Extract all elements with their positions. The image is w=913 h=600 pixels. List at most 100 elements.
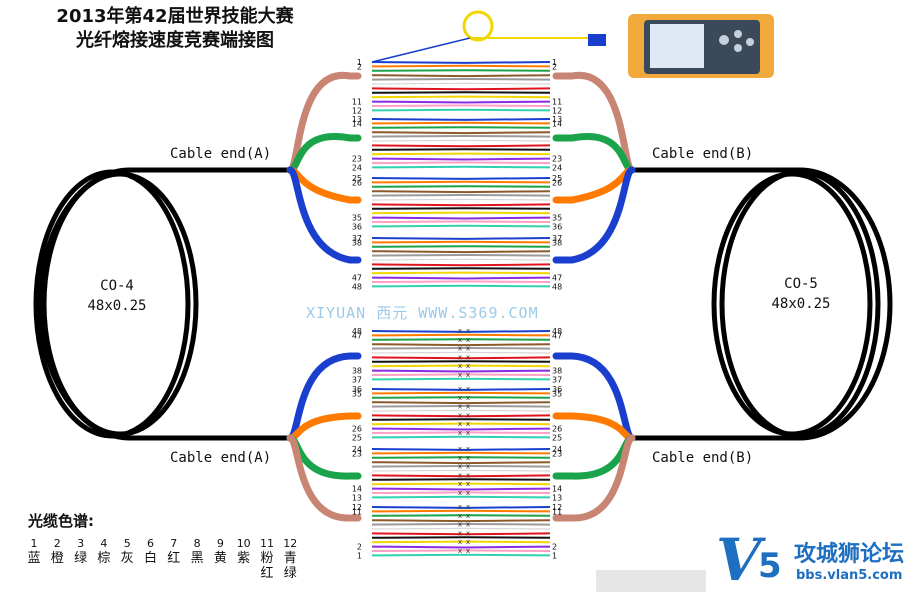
cable-b-name: CO-5 (784, 276, 818, 292)
lower-label-left: 47 (352, 331, 362, 340)
upper-label-left: 48 (352, 282, 362, 291)
cable-loop-b (632, 167, 893, 441)
legend-number: 12 (283, 537, 298, 550)
lower-fiber-1-11-right (464, 435, 551, 439)
lower-fiber-1-2-right (464, 396, 551, 399)
upper-fiber-0-2-right (464, 69, 551, 72)
upper-fiber-0-0-left (371, 61, 466, 64)
upper-label-right: 37 (552, 234, 562, 243)
lower-fiber-2-4-left (371, 465, 466, 468)
lower-fiber-1-6-left (371, 414, 466, 418)
lower-label-right: 26 (552, 425, 562, 434)
lower-fiber-0-10-right (464, 373, 551, 376)
splice-mark: x (466, 353, 470, 361)
upper-fiber-0-8-left (371, 95, 466, 99)
upper-label-left: 36 (352, 222, 362, 231)
upper-label-right: 24 (552, 163, 562, 172)
buffer-tubes (286, 72, 636, 522)
upper-label-right: 1 (552, 58, 557, 67)
legend-color-name: 蓝 (27, 551, 41, 566)
cable-end-a-lower: Cable end(A) (170, 450, 272, 466)
upper-fiber-1-6-left (371, 144, 466, 148)
lower-fiber-2-1-right (464, 451, 551, 455)
upper-fiber-3-9-left (371, 276, 466, 280)
splice-mark: x (458, 471, 462, 479)
upper-fiber-0-9-right (464, 100, 551, 104)
legend-color-name: 黑 (190, 551, 204, 566)
lower-fiber-1-3-left (371, 401, 466, 405)
forum-name: 攻城狮论坛 (794, 542, 905, 567)
splice-mark: x (466, 371, 470, 379)
upper-fiber-2-6-right (464, 203, 551, 207)
upper-fiber-0-10-right (464, 104, 551, 107)
lower-fiber-3-1-right (464, 509, 551, 513)
lower-label-right: 11 (552, 507, 562, 516)
legend-color-name: 橙 (50, 551, 64, 566)
splice-mark: x (466, 445, 470, 453)
upper-fiber-0-6-left (371, 87, 466, 91)
upper-fiber-2-6-left (371, 203, 466, 207)
upper-label-right: 11 (552, 98, 562, 107)
lower-fiber-3-3-left (371, 519, 466, 523)
lower-fiber-0-11-right (464, 377, 551, 381)
lower-fiber-3-8-right (464, 540, 551, 544)
lower-fiber-1-8-left (371, 422, 466, 426)
upper-fiber-2-11-left (371, 224, 466, 228)
upper-fiber-2-3-left (371, 190, 466, 194)
legend-color-name: 白 (143, 551, 157, 566)
lower-label-left: 25 (352, 433, 362, 442)
legend-number: 11 (260, 537, 274, 550)
splice-mark: x (466, 327, 470, 335)
lower-fiber-3-9-left (371, 545, 466, 549)
lower-fiber-3-3-right (464, 519, 551, 523)
splice-mark: x (458, 521, 462, 529)
upper-label-right: 23 (552, 155, 562, 164)
lower-fiber-2-6-left (371, 474, 466, 478)
lower-label-right: 12 (552, 503, 562, 512)
lower-fiber-0-0-left (371, 330, 466, 333)
upper-fiber-1-10-left (371, 161, 466, 164)
cable-end-a-upper: Cable end(A) (170, 146, 272, 162)
lower-fiber-2-0-right (464, 448, 551, 451)
lower-fiber-3-8-left (371, 540, 466, 544)
splice-mark: x (458, 529, 462, 537)
lower-fiber-1-2-left (371, 396, 466, 399)
lower-fiber-1-11-left (371, 435, 466, 439)
upper-fiber-2-10-left (371, 220, 466, 223)
upper-fiber-3-0-left (371, 237, 466, 240)
upper-fiber-2-0-left (371, 177, 466, 180)
lower-label-right: 24 (552, 445, 562, 454)
splice-mark: x (458, 353, 462, 361)
title-line-2: 光纤熔接速度竞赛端接图 (76, 30, 274, 51)
upper-fiber-1-9-left (371, 157, 466, 161)
lower-fiber-0-10-left (371, 373, 466, 376)
lower-fiber-2-10-left (371, 491, 466, 494)
splice-mark: x (458, 327, 462, 335)
lower-label-left: 23 (352, 449, 362, 458)
lower-fiber-2-3-right (464, 461, 551, 465)
lower-label-right: 23 (552, 449, 562, 458)
upper-fiber-1-7-left (371, 148, 466, 151)
lower-fiber-3-2-left (371, 514, 466, 517)
lower-fiber-2-5-left (371, 469, 466, 472)
upper-label-left: 24 (352, 163, 362, 172)
lower-fiber-0-11-left (371, 377, 466, 381)
lower-fiber-0-4-left (371, 347, 466, 350)
splice-mark: x (458, 463, 462, 471)
upper-fiber-2-3-right (464, 190, 551, 194)
upper-fiber-2-0-right (464, 177, 551, 180)
lower-fiber-0-5-right (464, 351, 551, 354)
upper-fiber-3-11-left (371, 284, 466, 288)
upper-fiber-0-5-left (371, 82, 466, 85)
lower-fiber-0-1-right (464, 333, 551, 337)
upper-label-left: 38 (352, 238, 362, 247)
tube-lower-b-brown (552, 434, 636, 522)
splice-mark: x (466, 512, 470, 520)
upper-fiber-1-5-right (464, 139, 551, 142)
legend-color-name: 粉红 (260, 551, 274, 581)
upper-fiber-1-7-right (464, 148, 551, 151)
upper-fiber-2-5-right (464, 198, 551, 201)
